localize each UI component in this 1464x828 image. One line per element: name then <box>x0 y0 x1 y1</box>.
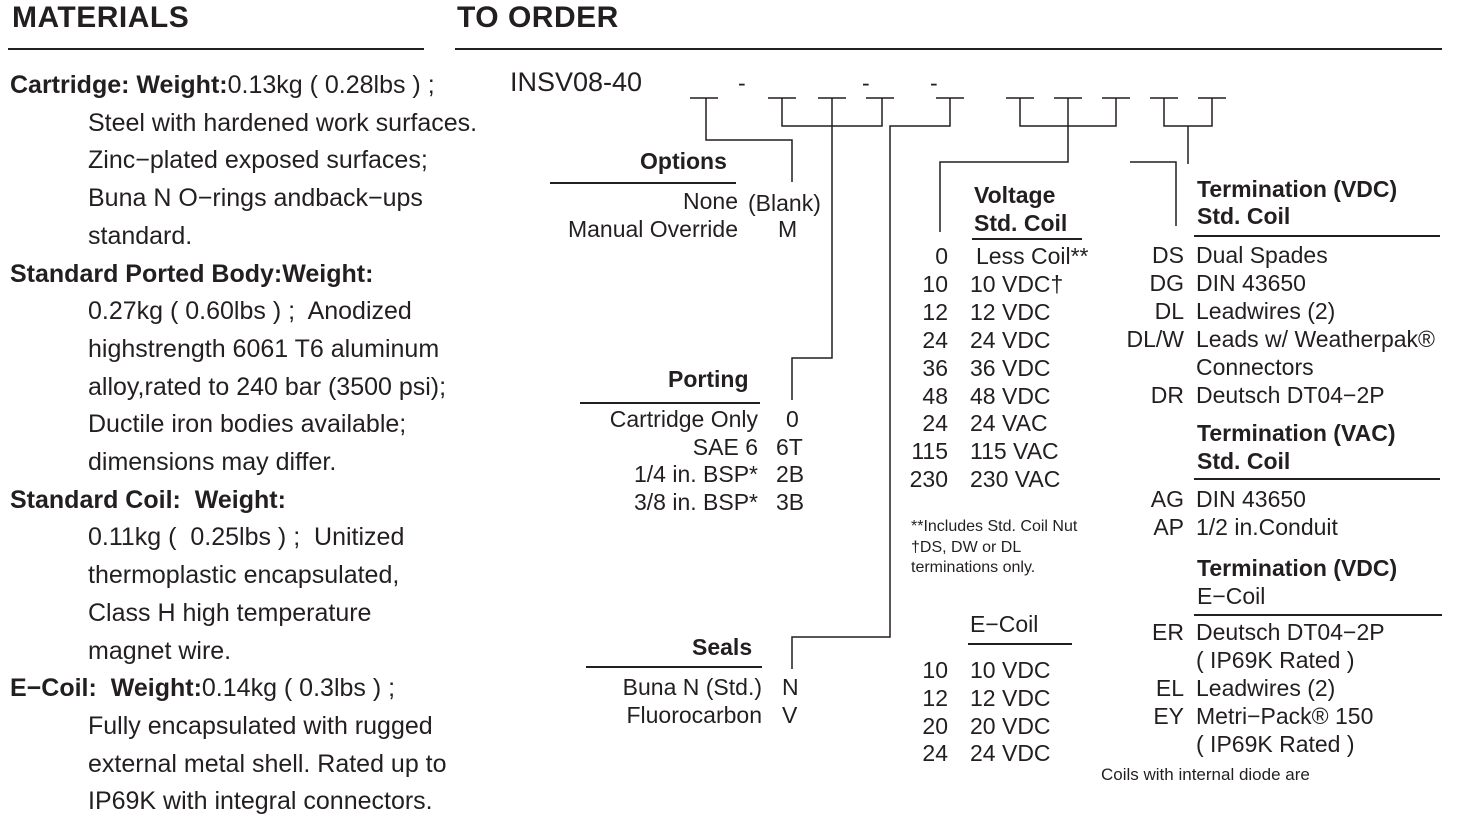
porting-label: 3/8 in. BSP* <box>633 489 758 515</box>
voltage-notes: **Includes Std. Coil Nut †DS, DW or DL t… <box>911 518 1078 576</box>
e-coil-heading: E−Coil: Weight:0.14kg ( 0.3lbs ) ; <box>10 674 396 703</box>
e-coil-line: Fully encapsulated with rugged <box>88 711 433 740</box>
porting-label: SAE 6 <box>692 434 758 460</box>
ported-body-line: alloy,rated to 240 bar (3500 psi); <box>88 372 447 401</box>
standard-coil-heading: Standard Coil: Weight: <box>10 485 286 514</box>
options-title: Options <box>640 148 727 174</box>
ported-body-line: 0.27kg ( 0.60lbs ) ; Anodized <box>88 297 412 326</box>
seals-title: Seals <box>692 634 753 660</box>
dash-separator: - <box>930 70 938 96</box>
termination-vac-rule <box>1194 478 1440 480</box>
dash-separator: - <box>862 70 870 96</box>
standard-coil-line: thermoplastic encapsulated, <box>88 561 400 590</box>
termination-vdc-subtitle: Std. Coil <box>1197 203 1291 229</box>
ported-body-line: highstrength 6061 T6 aluminum <box>88 334 440 363</box>
option-label: None <box>683 188 738 214</box>
e-coil-line: IP69K with integral connectors. <box>88 787 433 816</box>
ported-body-line: Ductile iron bodies available; <box>88 410 407 439</box>
diode-footnote: Coils with internal diode are <box>1101 765 1310 784</box>
option-label: Manual Override <box>567 216 738 242</box>
seals-rule <box>586 666 762 668</box>
termination-row: Connectors <box>1196 353 1314 380</box>
to-order-rule <box>455 48 1442 50</box>
termination-ecoil-subtitle: E−Coil <box>1197 583 1266 609</box>
voltage-title: Voltage <box>974 182 1056 208</box>
termination-row: ( IP69K Rated ) <box>1196 730 1355 757</box>
porting-code: 6T <box>776 434 803 460</box>
ported-body-heading: Standard Ported Body:Weight: <box>10 259 374 288</box>
seal-code: N <box>782 674 799 700</box>
cartridge-line: Buna N O−rings andback−ups <box>88 184 423 213</box>
materials-rule <box>8 48 424 50</box>
termination-vdc-rule <box>1194 235 1440 237</box>
e-coil-rule <box>968 643 1072 645</box>
porting-title: Porting <box>668 366 749 392</box>
porting-label: Cartridge Only <box>609 406 758 432</box>
option-code: (Blank) <box>748 190 821 216</box>
dash-separator: - <box>738 70 746 96</box>
porting-label: 1/4 in. BSP* <box>633 461 758 487</box>
ported-body-line: dimensions may differ. <box>88 448 337 477</box>
porting-code: 0 <box>786 406 799 432</box>
materials-heading: MATERIALS <box>12 1 190 34</box>
cartridge-line: standard. <box>88 221 193 250</box>
termination-vac-subtitle: Std. Coil <box>1197 448 1291 474</box>
seal-label: Buna N (Std.) <box>622 674 762 700</box>
seal-code: V <box>782 702 798 728</box>
porting-rule <box>580 402 760 404</box>
seal-label: Fluorocarbon <box>626 702 762 728</box>
option-code: M <box>778 216 798 242</box>
standard-coil-line: magnet wire. <box>88 636 232 665</box>
standard-coil-line: Class H high temperature <box>88 598 372 627</box>
standard-coil-line: 0.11kg ( 0.25lbs ) ; Unitized <box>88 523 405 552</box>
termination-ecoil-title: Termination (VDC) <box>1197 555 1398 581</box>
cartridge-line: Steel with hardened work surfaces. <box>88 108 478 137</box>
termination-vac-title: Termination (VAC) <box>1197 420 1396 446</box>
termination-row: ( IP69K Rated ) <box>1196 646 1355 673</box>
e-coil-line: external metal shell. Rated up to <box>88 749 447 778</box>
porting-code: 2B <box>776 461 805 487</box>
cartridge-heading: Cartridge: Weight:0.13kg ( 0.28lbs ) ; <box>10 71 435 99</box>
termination-vdc-title: Termination (VDC) <box>1197 176 1398 202</box>
voltage-rule <box>972 238 1082 240</box>
termination-ecoil-rule <box>1194 614 1442 616</box>
e-coil-title: E−Coil <box>970 611 1039 637</box>
porting-code: 3B <box>776 489 805 515</box>
options-rule <box>550 182 736 184</box>
cartridge-line: Zinc−plated exposed surfaces; <box>88 146 428 175</box>
model-code: INSV08-40 <box>510 67 643 97</box>
voltage-subtitle: Std. Coil <box>974 210 1068 236</box>
to-order-heading: TO ORDER <box>457 1 619 34</box>
materials-text: Cartridge: Weight:0.13kg ( 0.28lbs ) ; S… <box>10 67 477 821</box>
